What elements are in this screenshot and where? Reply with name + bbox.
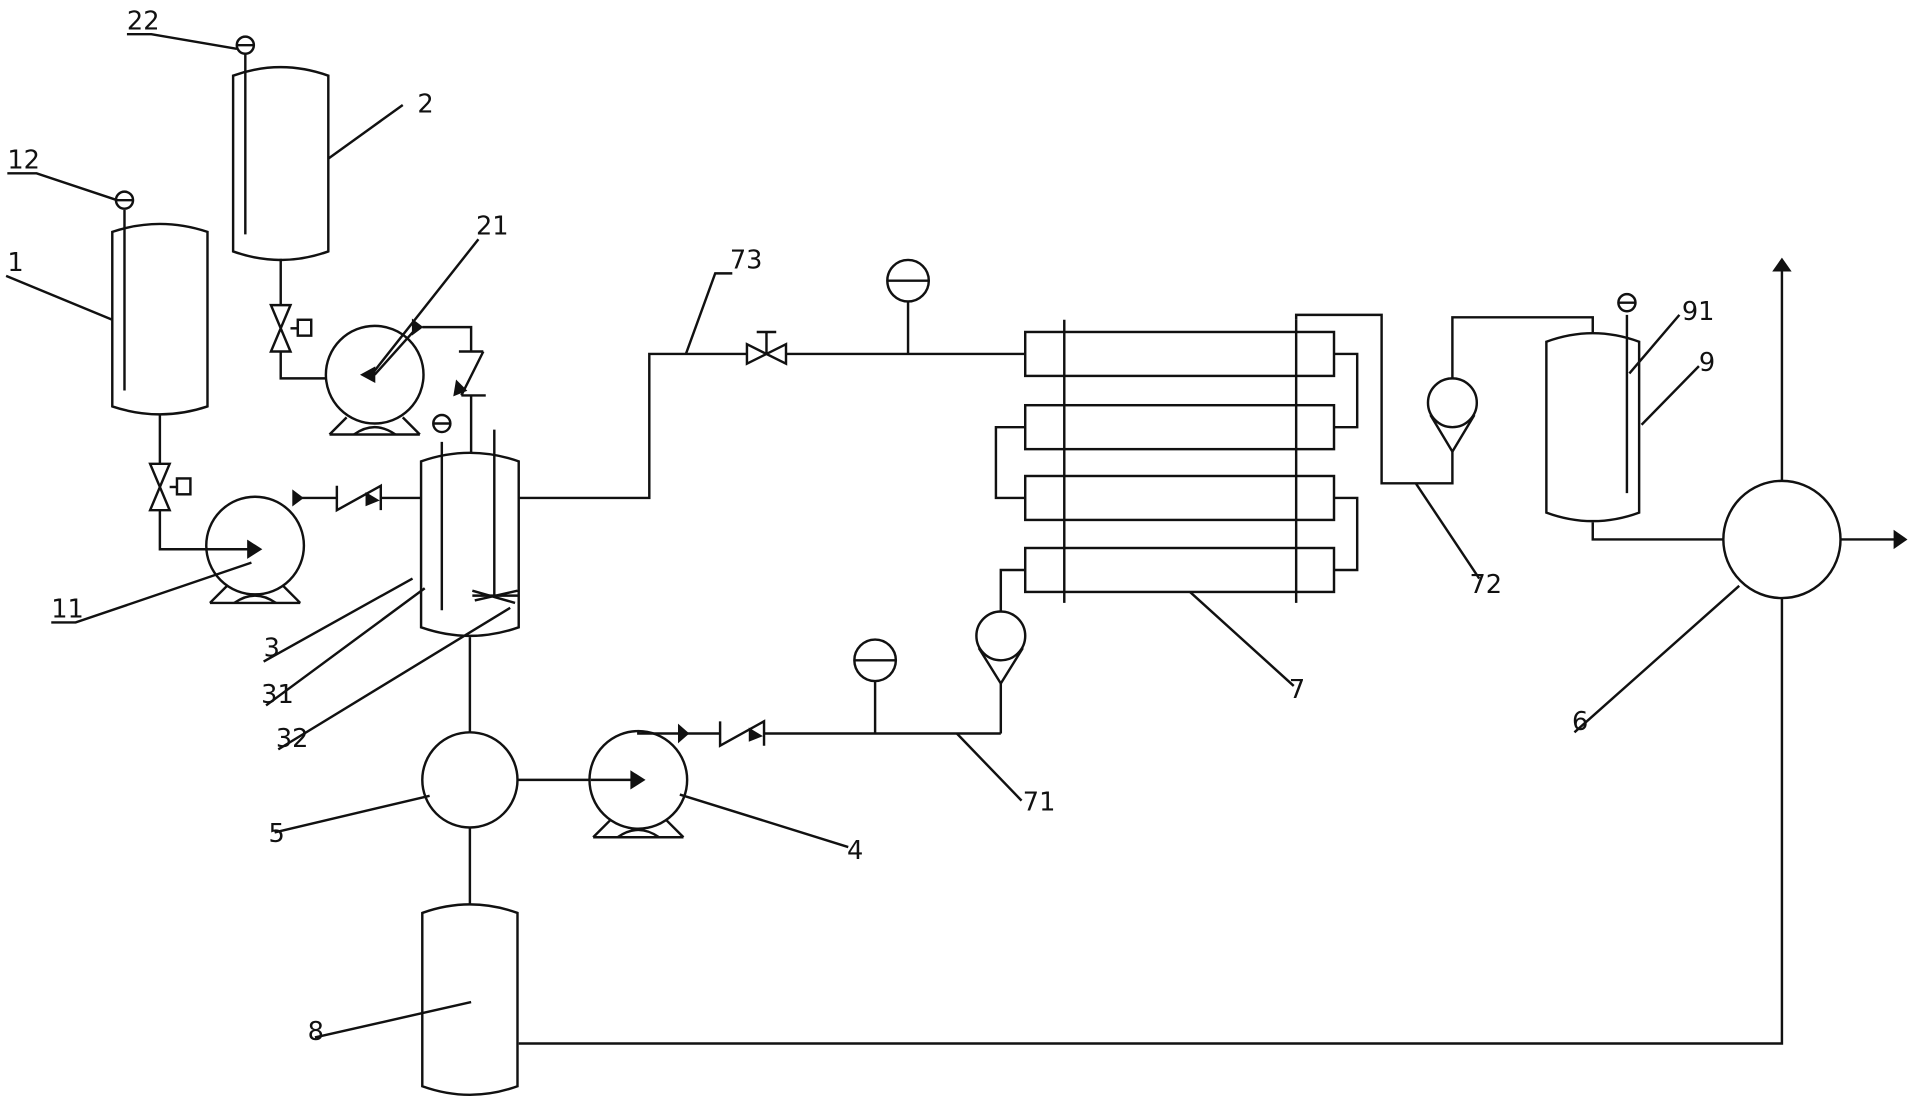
label-32: 32 bbox=[276, 724, 309, 754]
label-11: 11 bbox=[51, 595, 84, 625]
label-2: 2 bbox=[417, 89, 433, 119]
pump-4 bbox=[588, 729, 689, 839]
separator-5 bbox=[421, 731, 519, 829]
label-72: 72 bbox=[1469, 570, 1502, 600]
pump-21 bbox=[324, 324, 425, 436]
label-73: 73 bbox=[730, 246, 763, 276]
tank-8 bbox=[421, 903, 519, 1097]
label-5: 5 bbox=[269, 819, 285, 849]
check-valve-11 bbox=[335, 483, 383, 513]
gauge-9 bbox=[1617, 292, 1637, 313]
label-3: 3 bbox=[264, 634, 280, 664]
label-22: 22 bbox=[127, 6, 160, 36]
tank-2 bbox=[231, 53, 330, 262]
label-91: 91 bbox=[1682, 297, 1715, 327]
check-valve-4 bbox=[718, 719, 766, 748]
label-4: 4 bbox=[847, 836, 863, 866]
tank-9 bbox=[1545, 314, 1641, 523]
valve-2 bbox=[269, 303, 313, 353]
label-6: 6 bbox=[1572, 707, 1588, 737]
flowmeter-72 bbox=[1426, 377, 1479, 454]
label-21: 21 bbox=[476, 211, 509, 241]
tank-1 bbox=[111, 209, 209, 416]
label-9: 9 bbox=[1699, 348, 1715, 378]
reactor-3 bbox=[419, 429, 520, 638]
membrane-module-7 bbox=[994, 313, 1454, 603]
level-gauge-22 bbox=[235, 35, 256, 55]
gauge-71 bbox=[853, 638, 898, 734]
valve-73 bbox=[745, 330, 788, 366]
valve-1 bbox=[148, 462, 192, 512]
label-8: 8 bbox=[308, 1017, 324, 1047]
label-71: 71 bbox=[1023, 787, 1056, 817]
label-31: 31 bbox=[261, 680, 294, 710]
level-gauge-12 bbox=[114, 190, 135, 210]
flowmeter-71 bbox=[975, 610, 1027, 686]
gauge-3 bbox=[432, 413, 452, 434]
separator-6 bbox=[518, 257, 1908, 1045]
label-12: 12 bbox=[7, 145, 40, 175]
pump-11 bbox=[205, 495, 306, 605]
gauge-73 bbox=[886, 258, 931, 354]
check-valve-21 bbox=[453, 350, 486, 397]
label-7: 7 bbox=[1289, 675, 1305, 705]
label-1: 1 bbox=[7, 248, 23, 278]
leader-lines bbox=[5, 32, 1741, 1039]
